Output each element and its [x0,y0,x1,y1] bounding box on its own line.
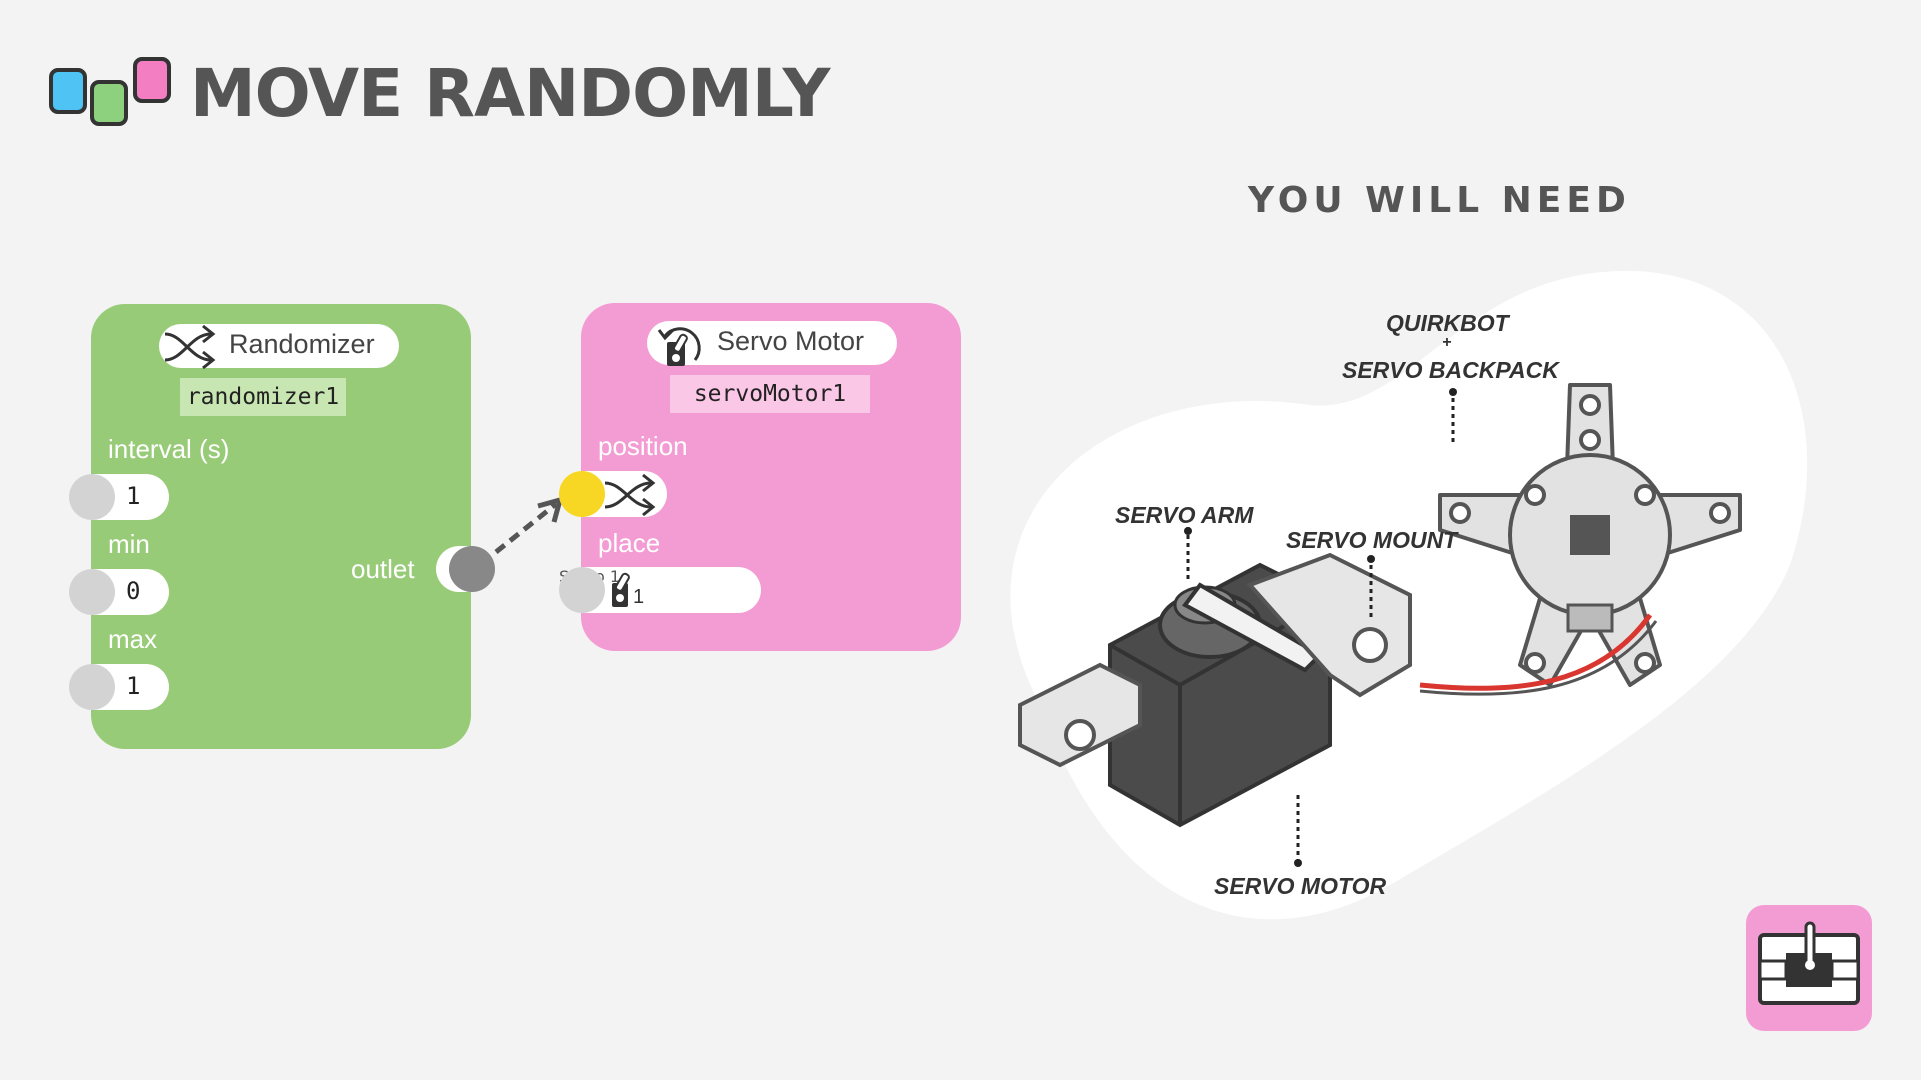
place-label: place [598,528,661,558]
outlet-port[interactable] [449,546,495,592]
servo-arm-callout: SERVO ARM [1115,502,1254,528]
place-inlet-port[interactable] [559,567,605,613]
page-title: MOVE RANDOMLY [190,55,830,132]
position-inlet-port[interactable] [559,471,605,517]
servo-kit-glyph [1758,921,1860,1005]
min-value: 0 [126,577,141,605]
servo-instance-id: servoMotor1 [670,375,870,413]
randomizer-node[interactable]: Randomizer randomizer1 interval (s) 1 mi… [69,304,495,749]
you-will-need-heading: YOU WILL NEED [1248,180,1631,221]
shuffle-icon [164,324,216,370]
max-inlet-port[interactable] [69,664,115,710]
randomizer-instance-id: randomizer1 [180,378,346,416]
randomizer-type-pill: Randomizer [159,324,399,370]
min-label: min [108,529,150,559]
servo-kit-icon [1746,905,1872,1031]
servo-motor-callout: SERVO MOTOR [1214,873,1387,899]
shuffle-icon [604,473,656,517]
servo-motor-drawing [1018,552,1412,828]
connection-arrow[interactable] [480,490,570,560]
interval-inlet-port[interactable] [69,474,115,520]
position-label: position [598,431,688,461]
max-label: max [108,624,158,654]
servo-backpack-callout: SERVO BACKPACK [1342,357,1559,383]
svg-text:1: 1 [633,586,644,608]
interval-label: interval (s) [108,434,230,464]
outlet-label: outlet [351,554,415,584]
quirkbot-board [1438,383,1742,687]
servo-type-label: Servo Motor [717,326,865,356]
servo-type-pill: Servo Motor [647,321,897,366]
servo-1-icon: 1 [612,572,644,608]
servo-motor-node[interactable]: Servo Motor servoMotor1 position place 1… [559,303,961,651]
servo-motor-icon [657,327,701,366]
quirkbot-callout: QUIRKBOT [1386,310,1509,336]
parts-illustration [1010,270,1808,920]
max-value: 1 [126,672,141,700]
plus-callout: + [1442,334,1452,351]
servo-mount-callout: SERVO MOUNT [1286,527,1458,553]
randomizer-type-label: Randomizer [229,329,375,359]
min-inlet-port[interactable] [69,569,115,615]
interval-value: 1 [126,482,141,510]
app-logo-icon [49,57,171,126]
